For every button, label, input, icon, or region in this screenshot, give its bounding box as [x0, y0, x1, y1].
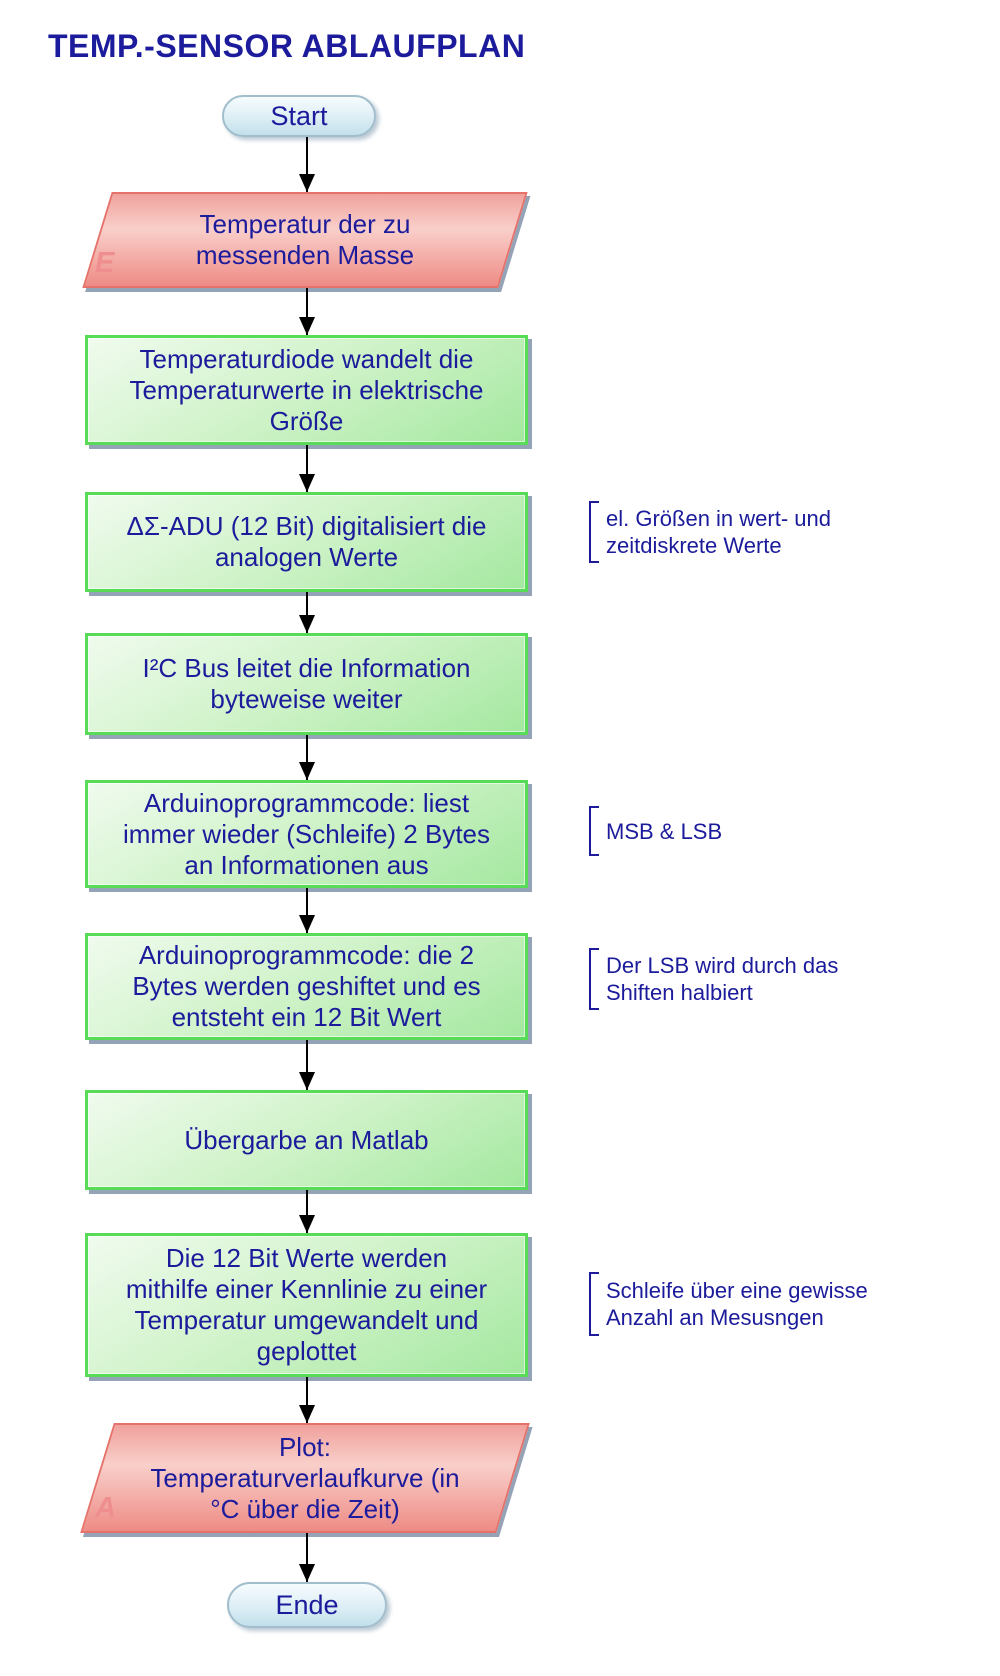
node-process-matlab-handover: Übergarbe an Matlab — [85, 1090, 528, 1190]
arrow-3 — [299, 445, 315, 492]
node-label: Arduinoprogrammcode: die 2 Bytes werden … — [132, 940, 481, 1032]
arrow-4 — [299, 592, 315, 633]
io-content: Temperatur der zu messenden Masse — [97, 192, 513, 288]
arrowhead-icon — [299, 615, 315, 633]
annotation-text: MSB & LSB — [606, 818, 723, 844]
node-label: Start — [270, 100, 328, 131]
annotation-arduino-read: MSB & LSB — [589, 806, 789, 856]
bracket-icon — [589, 948, 599, 1010]
arrowhead-icon — [299, 174, 315, 192]
node-input-temperature: Temperatur der zu messenden Masse E — [82, 192, 528, 288]
arrow-7 — [299, 1040, 315, 1090]
arrow-10 — [299, 1533, 315, 1582]
node-label: Übergarbe an Matlab — [184, 1124, 429, 1155]
arrowhead-icon — [299, 1405, 315, 1423]
annotation-text: Schleife über eine gewisse Anzahl an Mes… — [606, 1278, 868, 1330]
node-process-arduino-shift: Arduinoprogrammcode: die 2 Bytes werden … — [85, 933, 528, 1040]
arrow-5 — [299, 735, 315, 780]
node-start-terminator: Start — [222, 95, 376, 137]
node-label: Die 12 Bit Werte werden mithilfe einer K… — [125, 1243, 488, 1366]
io-corner-label-e: E — [95, 247, 115, 279]
arrowhead-icon — [299, 317, 315, 335]
bracket-icon — [589, 806, 599, 856]
node-label: ΔΣ-ADU (12 Bit) digitalisiert die analog… — [126, 511, 487, 572]
node-process-adc: ΔΣ-ADU (12 Bit) digitalisiert die analog… — [85, 492, 528, 592]
node-label: Ende — [275, 1589, 339, 1620]
node-process-arduino-read: Arduinoprogrammcode: liest immer wieder … — [85, 780, 528, 888]
node-process-i2c-bus: I²C Bus leitet die Information byteweise… — [85, 633, 528, 735]
arrow-1 — [299, 137, 315, 192]
node-label: I²C Bus leitet die Information byteweise… — [142, 653, 471, 714]
bracket-icon — [589, 1272, 599, 1336]
arrowhead-icon — [299, 1215, 315, 1233]
arrowhead-icon — [299, 1072, 315, 1090]
node-label: Arduinoprogrammcode: liest immer wieder … — [123, 787, 490, 880]
annotation-plot-loop: Schleife über eine gewisse Anzahl an Mes… — [589, 1272, 889, 1336]
io-content: Plot: Temperaturverlaufkurve (in °C über… — [97, 1423, 513, 1533]
io-corner-label-a: A — [95, 1492, 116, 1524]
arrow-2 — [299, 288, 315, 335]
annotation-text: Der LSB wird durch das Shiften halbiert — [606, 953, 839, 1005]
arrow-9 — [299, 1377, 315, 1423]
node-output-plot: Plot: Temperaturverlaufkurve (in °C über… — [80, 1423, 530, 1533]
arrow-8 — [299, 1190, 315, 1233]
annotation-arduino-shift: Der LSB wird durch das Shiften halbiert — [589, 948, 859, 1010]
node-end-terminator: Ende — [227, 1582, 387, 1628]
node-process-plot-conversion: Die 12 Bit Werte werden mithilfe einer K… — [85, 1233, 528, 1377]
annotation-text: el. Größen in wert- und zeitdiskrete Wer… — [606, 506, 831, 558]
arrowhead-icon — [299, 1564, 315, 1582]
bracket-icon — [589, 501, 599, 563]
arrowhead-icon — [299, 762, 315, 780]
annotation-adc: el. Größen in wert- und zeitdiskrete Wer… — [589, 501, 851, 563]
node-label: Temperaturdiode wandelt die Temperaturwe… — [129, 343, 484, 436]
arrow-6 — [299, 888, 315, 933]
node-label: Plot: Temperaturverlaufkurve (in °C über… — [150, 1431, 460, 1524]
page-title: TEMP.-SENSOR ABLAUFPLAN — [48, 28, 526, 64]
arrowhead-icon — [299, 474, 315, 492]
node-label: Temperatur der zu messenden Masse — [195, 209, 415, 270]
node-process-temperature-diode: Temperaturdiode wandelt die Temperaturwe… — [85, 335, 528, 445]
arrowhead-icon — [299, 915, 315, 933]
